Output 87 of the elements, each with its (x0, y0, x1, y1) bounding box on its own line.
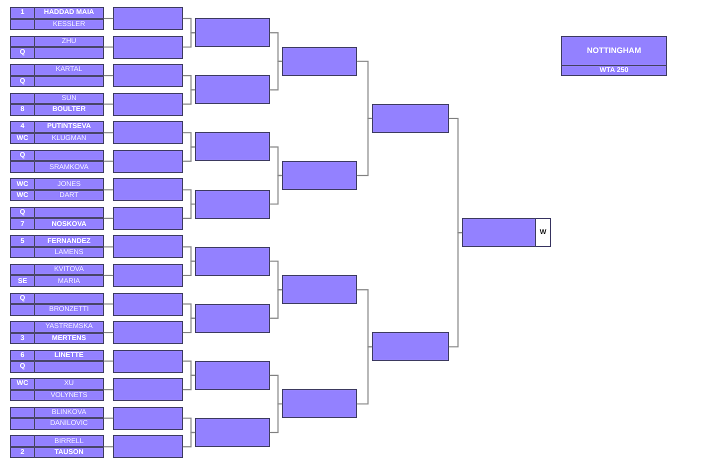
bracket-line (104, 132, 113, 134)
seed-cell (10, 406, 35, 418)
match-slot (372, 104, 449, 133)
seed-cell (10, 161, 35, 173)
seed-cell (10, 418, 35, 430)
seed-cell (10, 321, 35, 333)
match-pair-box (10, 406, 104, 430)
player-name-cell (34, 206, 104, 218)
match-slot (282, 161, 357, 190)
bracket-line (104, 189, 113, 190)
match-slot (113, 378, 183, 402)
bracket-line (104, 104, 113, 105)
match-pair-box (10, 7, 104, 30)
match-slot (113, 36, 183, 59)
match-slot (195, 190, 270, 219)
match-pair-box (10, 350, 104, 373)
match-slot (113, 292, 183, 316)
bracket-line (270, 403, 282, 434)
match-pair-box (10, 235, 104, 258)
match-slot (113, 435, 183, 458)
player-name-cell (34, 76, 104, 88)
match-slot (113, 264, 183, 287)
match-slot (113, 235, 183, 258)
bracket-line (104, 446, 113, 448)
bracket-line (183, 32, 195, 48)
seed-cell (10, 36, 35, 48)
bracket-line (183, 146, 195, 162)
match-slot (113, 178, 183, 202)
seed-cell (10, 435, 35, 447)
seed-cell (10, 92, 35, 104)
bracket-line (183, 203, 195, 219)
player-name-cell (34, 361, 104, 373)
bracket-line (104, 389, 113, 390)
match-slot (113, 64, 183, 88)
match-pair-box (10, 121, 104, 144)
match-pair-box (10, 92, 104, 116)
match-slot (113, 121, 183, 144)
match-slot (195, 132, 270, 162)
match-slot (113, 206, 183, 230)
match-pair-box (10, 64, 104, 88)
seed-cell (10, 304, 35, 316)
match-slot (113, 406, 183, 430)
bracket-line (449, 232, 462, 348)
bracket-line (104, 418, 113, 419)
match-slot (195, 246, 270, 276)
match-slot (113, 150, 183, 173)
bracket-line (104, 160, 113, 162)
player-name-cell (34, 292, 104, 304)
match-pair-box (10, 206, 104, 230)
match-pair-box (10, 150, 104, 173)
match-slot (462, 218, 536, 248)
bracket-line (270, 60, 282, 90)
match-slot (195, 304, 270, 333)
player-name-cell (34, 47, 104, 59)
match-slot (195, 18, 270, 48)
match-slot (113, 321, 183, 344)
match-slot (195, 75, 270, 104)
match-slot (282, 275, 357, 304)
bracket-line (183, 432, 195, 448)
match-pair-box (10, 178, 104, 202)
match-pair-box (10, 36, 104, 59)
seed-cell (10, 64, 35, 76)
match-slot (372, 332, 449, 362)
match-slot (113, 7, 183, 30)
bracket-line (357, 346, 372, 405)
bracket-line (270, 289, 282, 319)
bracket-line (270, 174, 282, 205)
seed-cell (10, 264, 35, 276)
match-slot (282, 46, 357, 76)
bracket-line (183, 89, 195, 105)
match-pair-box (10, 435, 104, 458)
tournament-card (561, 36, 667, 76)
bracket-line (357, 118, 372, 176)
tournament-name: NOTTINGHAM (586, 45, 642, 58)
match-pair-box (10, 292, 104, 316)
match-slot (195, 418, 270, 447)
match-slot (195, 360, 270, 390)
match-pair-box (10, 321, 104, 344)
match-slot (113, 92, 183, 116)
player-name-cell (34, 150, 104, 162)
bracket-line (183, 260, 195, 276)
match-slot (282, 389, 357, 418)
match-pair-box (10, 264, 104, 287)
bracket-line (183, 374, 195, 390)
bracket-line (183, 318, 195, 334)
match-pair-box (10, 378, 104, 402)
match-slot (113, 350, 183, 373)
